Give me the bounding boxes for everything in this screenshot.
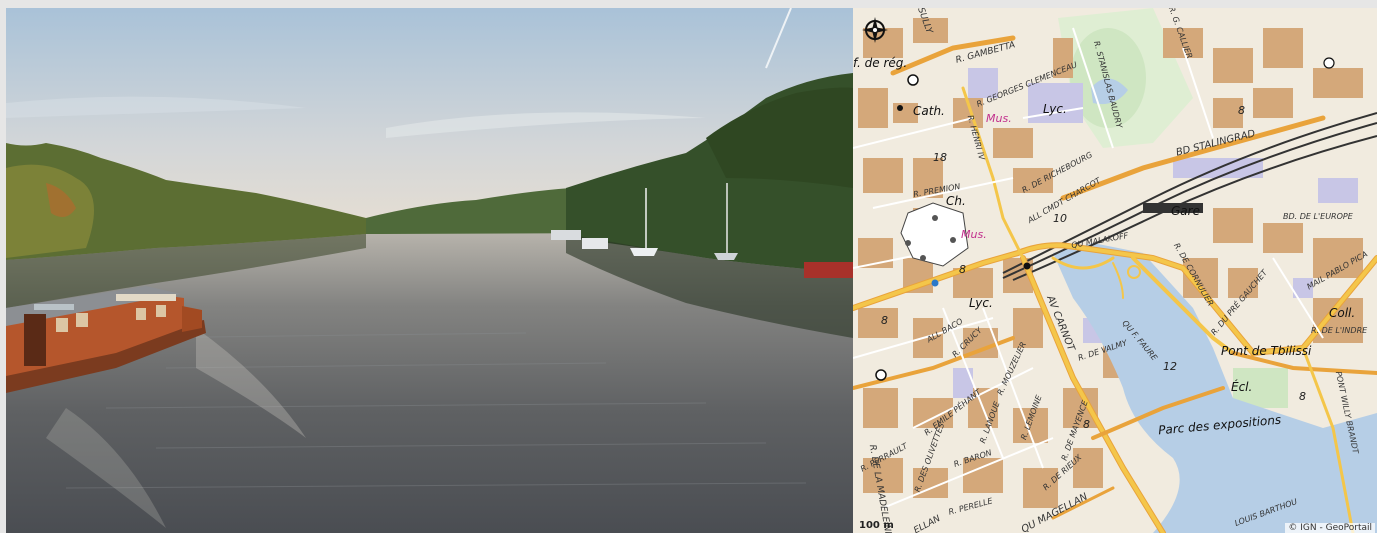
castle-towers	[905, 215, 956, 261]
river-photo	[6, 8, 853, 533]
river-photo-illustration	[6, 8, 853, 533]
map-label-number: 8	[1238, 104, 1245, 117]
left-bank-trees	[6, 143, 366, 260]
map-label-gare: Gare	[1171, 204, 1200, 218]
sailboat	[630, 248, 658, 256]
contrail	[765, 8, 792, 69]
sailboat	[714, 253, 738, 260]
map-label-number: 10	[1053, 212, 1067, 225]
map-label-college: Coll.	[1329, 306, 1356, 320]
map-label-street: BD. DE L'EUROPE	[1283, 212, 1353, 221]
map-label-street: R. DE L'INDRE	[1311, 326, 1368, 335]
map-label-museum: Mus.	[961, 228, 987, 241]
minor-streets	[853, 27, 1324, 509]
moored-boat	[551, 230, 581, 240]
map-label-cathedral: Cath.	[913, 104, 945, 118]
map-label-number: 12	[1163, 360, 1177, 373]
map-markers	[875, 57, 1335, 381]
scale-bar: 100 m	[859, 520, 894, 531]
topographic-map[interactable]: R. SULLY f. de rég. R. GAMBETTA R. GEORG…	[853, 8, 1377, 533]
map-label-number: 8	[1299, 390, 1306, 403]
map-label-museum: Mus.	[986, 112, 1012, 125]
barge	[6, 286, 206, 393]
map-label-school: Écl.	[1231, 380, 1253, 394]
red-boat	[804, 262, 853, 278]
map-label-number: 8	[1083, 418, 1090, 431]
boat-wake	[46, 408, 166, 528]
cloud	[6, 96, 306, 118]
map-label-lycee: Lyc.	[1043, 102, 1067, 116]
water-ripples	[65, 332, 807, 489]
autumn-foliage	[46, 183, 76, 217]
map-label: f. de rég.	[853, 56, 908, 70]
moored-boat	[582, 238, 608, 249]
compass-icon[interactable]	[861, 16, 889, 44]
map-label-bridge: Pont de Tbilissi	[1221, 344, 1312, 358]
map-attribution[interactable]: © IGN - GeoPortail	[1285, 523, 1375, 533]
cloud	[386, 112, 706, 138]
map-label-number: 8	[959, 263, 966, 276]
gare-station	[1143, 203, 1203, 213]
right-bank-trees-dark	[706, 87, 853, 188]
map-label-number: 8	[881, 314, 888, 327]
chateau	[900, 202, 969, 267]
park	[1070, 28, 1146, 128]
left-bank-autumn-trees	[6, 164, 94, 258]
map-label-lycee: Lyc.	[969, 296, 993, 310]
building-blocks	[858, 18, 1363, 508]
map-label-chateau: Ch.	[946, 194, 966, 208]
river-loire	[1053, 243, 1377, 533]
right-reflection	[566, 234, 853, 338]
left-reflection	[6, 234, 366, 308]
map-label-number: 18	[933, 151, 947, 164]
boat-wake	[196, 328, 306, 438]
map-canvas[interactable]	[853, 8, 1377, 533]
roads	[853, 35, 1377, 533]
pond	[1091, 78, 1128, 105]
